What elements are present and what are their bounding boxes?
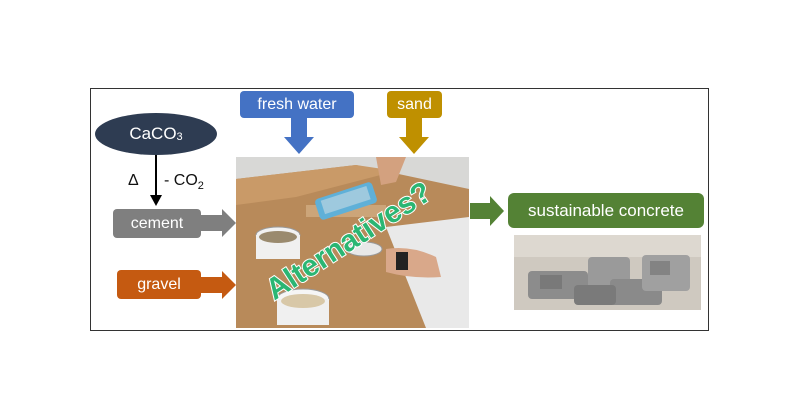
fresh-water-box: fresh water	[240, 91, 354, 118]
cement-arrow-icon	[201, 209, 236, 237]
output-arrow-icon	[470, 196, 504, 226]
concrete-specimens-photo	[514, 235, 701, 310]
experiment-photo: Alternatives?	[236, 157, 469, 328]
cement-box: cement	[113, 209, 201, 238]
sand-box: sand	[387, 91, 442, 118]
minus-co2-label: - CO2	[164, 172, 204, 192]
co2-text: - CO	[164, 172, 198, 189]
sustainable-concrete-label: sustainable concrete	[528, 200, 684, 220]
caco3-to-cement-arrow	[150, 155, 162, 206]
fresh-water-label: fresh water	[257, 95, 337, 113]
caco3-label: CaCO	[129, 124, 177, 143]
sand-arrow-icon	[399, 118, 429, 154]
caco3-subscript: 3	[176, 131, 183, 143]
gravel-arrow-icon	[201, 271, 236, 299]
sand-label: sand	[397, 95, 432, 113]
delta-symbol: Δ	[128, 172, 139, 189]
fresh-water-arrow-icon	[284, 118, 314, 154]
sustainable-concrete-box: sustainable concrete	[508, 193, 704, 228]
gravel-label: gravel	[137, 275, 181, 293]
cement-label: cement	[130, 214, 184, 232]
gravel-box: gravel	[117, 270, 201, 299]
co2-subscript: 2	[197, 180, 204, 193]
